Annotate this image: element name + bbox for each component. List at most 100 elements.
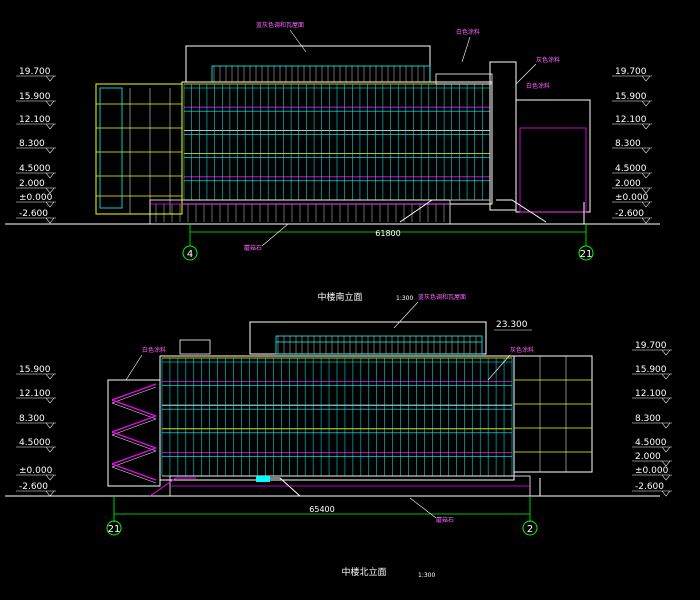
stair-flight [111, 383, 157, 401]
level-label: 15.900 [19, 92, 51, 102]
south-title: 中楼南立面 [317, 291, 362, 303]
level-triangle [45, 187, 55, 194]
north-axis-bubble-left [106, 520, 122, 536]
level-triangle [641, 147, 651, 154]
level-label: 19.700 [19, 67, 51, 77]
south-note-top: 蓝灰色调和瓦屋面 [256, 21, 304, 29]
level-label: 2.000 [615, 179, 641, 189]
level-label: 4.5000 [615, 164, 647, 174]
stair-flight [111, 415, 157, 433]
north-title: 中楼北立面 [341, 566, 386, 578]
north-levels-right: 19.70015.90012.1008.3004.50002.000±0.000… [632, 341, 672, 497]
level-triangle [45, 123, 55, 130]
north-roof-stair-box [179, 339, 211, 355]
level-triangle [45, 75, 55, 82]
level-label: 4.5000 [635, 438, 667, 448]
stair-rail [111, 434, 157, 452]
level-triangle [661, 422, 671, 429]
south-note-1-leader [461, 36, 471, 63]
south-elevation: 61800 4 21 蓝灰色调和瓦屋面 白色涂料 灰色涂料 白色涂料 蘑菇石 中… [5, 21, 660, 303]
level-triangle [641, 100, 651, 107]
north-note-1-leader [125, 354, 143, 381]
south-front-stair-right [496, 199, 547, 223]
level-triangle [45, 474, 55, 481]
south-note-top-leader [289, 29, 307, 53]
level-triangle [45, 147, 55, 154]
south-note-base: 蘑菇石 [244, 244, 262, 252]
level-label: 15.900 [615, 92, 647, 102]
level-triangle [661, 460, 671, 467]
north-axis-bubble-right [522, 520, 538, 536]
south-base-grid [150, 203, 450, 222]
north-levels-left: 15.900 12.100 8.300 4.5000 ±0.000 -2.600 [16, 365, 56, 497]
level-triangle [661, 397, 671, 404]
north-note-top: 蓝灰色调和瓦屋面 [418, 293, 466, 301]
south-note-2-leader [515, 63, 537, 85]
north-left-stair-tower [107, 379, 161, 487]
level-triangle [641, 217, 651, 224]
stair-flight [111, 447, 157, 465]
level-triangle [45, 490, 55, 497]
north-axis-label-left: 21 [108, 524, 121, 535]
level-label: 4.5000 [19, 438, 51, 448]
level-label: 12.100 [19, 389, 51, 399]
level-triangle [45, 397, 55, 404]
north-roof-mullions [276, 336, 482, 354]
level-label: 8.300 [635, 414, 661, 424]
level-triangle [45, 201, 55, 208]
stair-rail [111, 450, 157, 468]
north-left-stairs [111, 383, 157, 484]
stair-rail [111, 466, 157, 484]
level-label: 2.000 [635, 452, 661, 462]
level-label: -2.600 [19, 482, 48, 492]
level-label: 8.300 [19, 414, 45, 424]
level-triangle [45, 100, 55, 107]
south-front-stair-left [399, 199, 446, 223]
south-roof-mullions [213, 66, 425, 82]
stair-rail [111, 402, 157, 420]
stair-rail [111, 418, 157, 436]
south-note-base-leader [261, 223, 289, 247]
south-note-3: 白色涂料 [526, 82, 550, 90]
level-label: 12.100 [615, 115, 647, 125]
south-left-stair-glass [99, 87, 123, 209]
level-triangle [641, 187, 651, 194]
level-triangle [661, 490, 671, 497]
level-label: -2.600 [19, 209, 48, 219]
north-scale: 1:300 [418, 572, 435, 579]
level-label: 15.900 [635, 365, 667, 375]
level-label: ±0.000 [635, 466, 669, 476]
stair-rail [111, 386, 157, 404]
level-label: 19.700 [635, 341, 667, 351]
level-triangle [45, 373, 55, 380]
north-top-level: 23.300 [496, 320, 528, 330]
south-axis-bubble-left [182, 245, 198, 261]
level-label: 8.300 [19, 139, 45, 149]
north-facade-grid [161, 357, 513, 477]
stair-flight [111, 463, 157, 481]
south-right-parapet [435, 73, 493, 85]
level-label: ±0.000 [19, 466, 53, 476]
south-left-wing-grid [96, 88, 182, 214]
north-note-2: 灰色涂料 [510, 346, 534, 354]
south-axis-label-left: 4 [187, 249, 193, 260]
level-label: 8.300 [615, 139, 641, 149]
south-facade-grid [183, 83, 491, 201]
level-triangle [661, 349, 671, 356]
stair-flight [111, 399, 157, 417]
north-note-base: 蘑菇石 [436, 516, 454, 524]
north-right-wing [513, 355, 593, 473]
level-triangle [661, 446, 671, 453]
north-note-top-leader [393, 301, 419, 329]
north-elevation: 65400 21 2 23.300 蓝灰色调和瓦屋面 白色涂料 灰色涂料 蘑菇石… [5, 293, 672, 579]
south-axis-bubble-right [578, 245, 594, 261]
level-label: ±0.000 [615, 193, 649, 203]
level-triangle [45, 172, 55, 179]
level-label: -2.600 [635, 482, 664, 492]
level-label: -2.600 [615, 209, 644, 219]
level-label: 15.900 [19, 365, 51, 375]
level-label: 4.5000 [19, 164, 51, 174]
level-triangle [641, 172, 651, 179]
north-roof-windows [275, 335, 483, 355]
level-triangle [661, 373, 671, 380]
